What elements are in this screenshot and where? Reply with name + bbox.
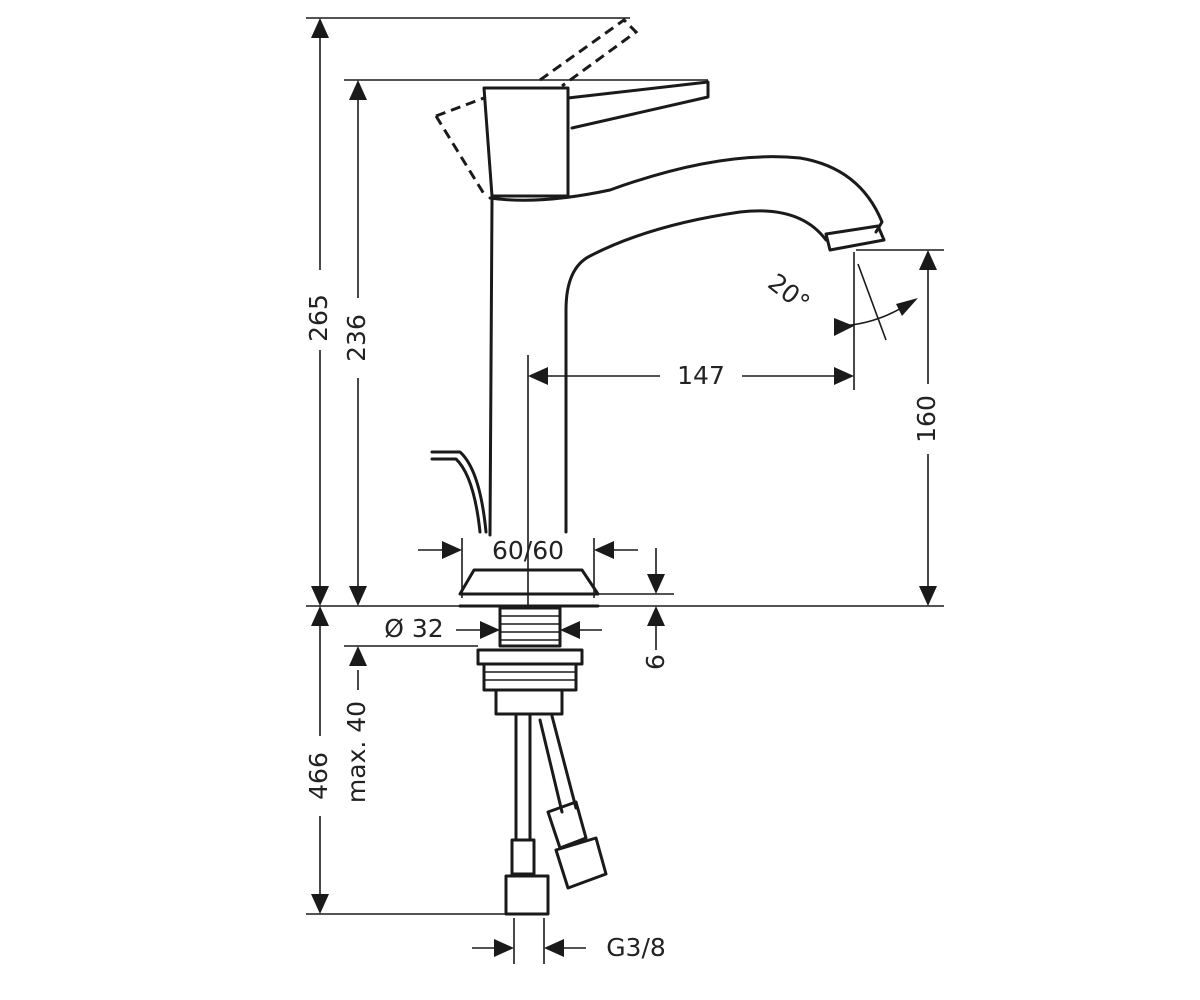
label-base-size: 60/60 <box>492 536 564 565</box>
label-spout-height: 160 <box>912 395 941 443</box>
label-thread-diameter: Ø 32 <box>384 614 443 643</box>
lever-open-positions <box>434 18 639 195</box>
label-hose-length: 466 <box>304 752 333 800</box>
dimension-labels: 265 236 147 20° 160 60/60 Ø 32 6 max. 40… <box>304 268 941 962</box>
label-spout-angle: 20° <box>763 268 816 318</box>
faucet-body <box>430 80 886 916</box>
arrowheads <box>311 18 937 957</box>
label-base-thickness: 6 <box>641 654 670 670</box>
label-connection-thread: G3/8 <box>606 933 666 962</box>
dimension-lines <box>306 17 944 964</box>
label-spout-reach: 147 <box>677 361 725 390</box>
label-lever-height: 236 <box>342 314 371 362</box>
label-overall-height: 265 <box>304 294 333 342</box>
label-max-counter-thickness: max. 40 <box>342 701 371 803</box>
